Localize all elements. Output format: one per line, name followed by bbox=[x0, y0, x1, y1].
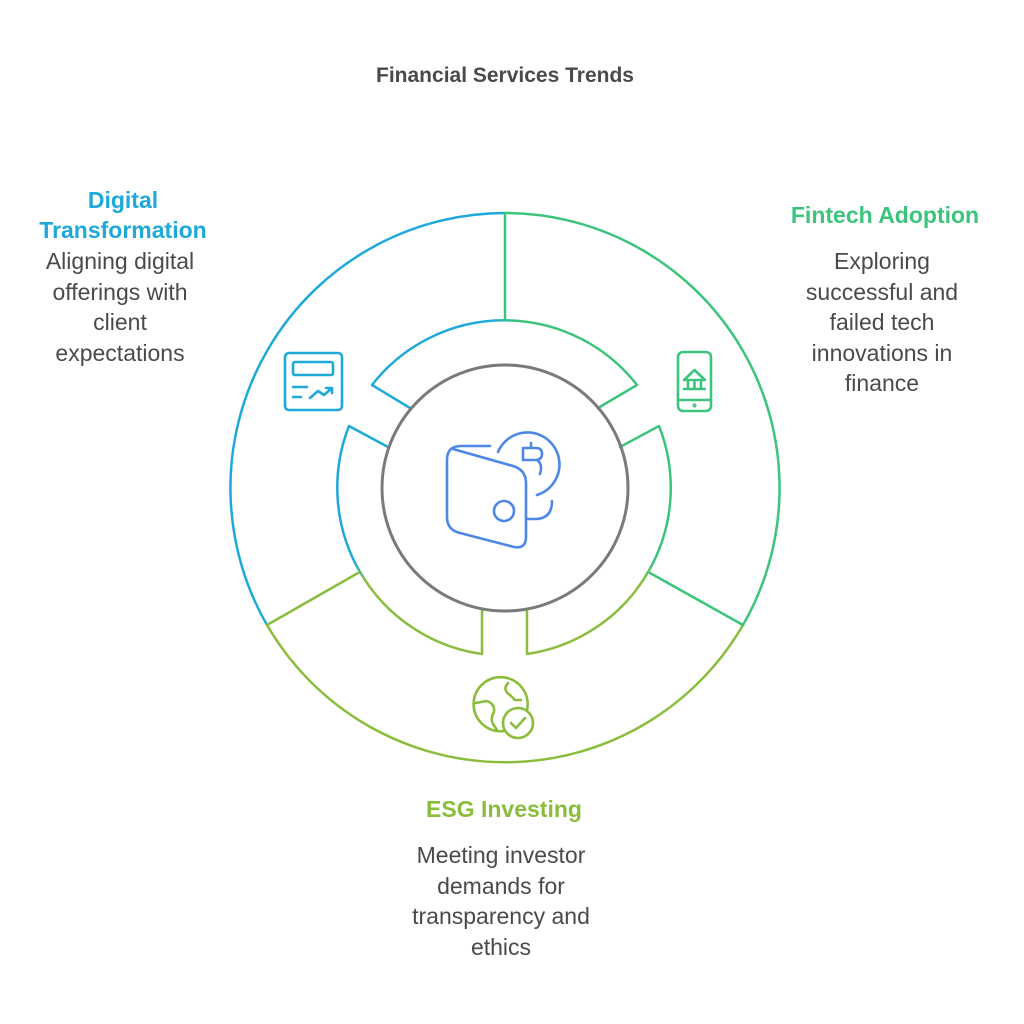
description-line: successful and bbox=[805, 278, 959, 305]
section-description-esg-investing: Meeting investor demands for transparenc… bbox=[412, 840, 590, 962]
section-description-digital-transformation: Aligning digital offerings with client e… bbox=[46, 246, 194, 368]
description-line: offerings with bbox=[52, 278, 188, 305]
heading-line: Fintech Adoption bbox=[790, 202, 980, 228]
spoke-lower-right bbox=[648, 571, 745, 627]
outer-arc-esg bbox=[265, 623, 745, 764]
section-heading-digital-transformation: Digital Transformation bbox=[39, 185, 206, 245]
description-line: client bbox=[93, 309, 147, 335]
description-line: demands for bbox=[437, 872, 565, 899]
description-line: failed tech bbox=[829, 309, 935, 335]
outer-arc-digital bbox=[229, 211, 507, 627]
description-line: transparency and bbox=[412, 903, 590, 929]
heading-line: Digital bbox=[87, 187, 159, 213]
chart-card-icon bbox=[283, 351, 344, 412]
wallet-bitcoin-icon bbox=[445, 431, 561, 549]
description-line: expectations bbox=[55, 339, 185, 366]
description-line: Exploring bbox=[834, 248, 930, 274]
spoke-lower-left bbox=[265, 571, 360, 627]
section-heading-fintech-adoption: Fintech Adoption bbox=[791, 200, 979, 230]
section-description-fintech-adoption: Exploring successful and failed tech inn… bbox=[806, 246, 958, 399]
description-line: Aligning digital bbox=[45, 248, 195, 274]
heading-line: ESG Investing bbox=[426, 796, 582, 822]
diagram-title: Financial Services Trends bbox=[376, 64, 634, 87]
globe-check-icon bbox=[472, 675, 535, 740]
outer-arc-fintech bbox=[503, 211, 781, 627]
description-line: finance bbox=[844, 370, 920, 396]
heading-line: Transformation bbox=[39, 217, 207, 243]
description-line: ethics bbox=[470, 933, 532, 960]
description-line: Meeting investor bbox=[416, 842, 586, 868]
ring-segment-right bbox=[525, 424, 673, 656]
ring-segment-top bbox=[370, 319, 639, 410]
section-heading-esg-investing: ESG Investing bbox=[426, 794, 582, 824]
center-circle bbox=[380, 363, 630, 613]
description-line: innovations in bbox=[811, 339, 953, 366]
mobile-bank-icon bbox=[676, 350, 713, 413]
ring-segment-left bbox=[336, 424, 484, 656]
